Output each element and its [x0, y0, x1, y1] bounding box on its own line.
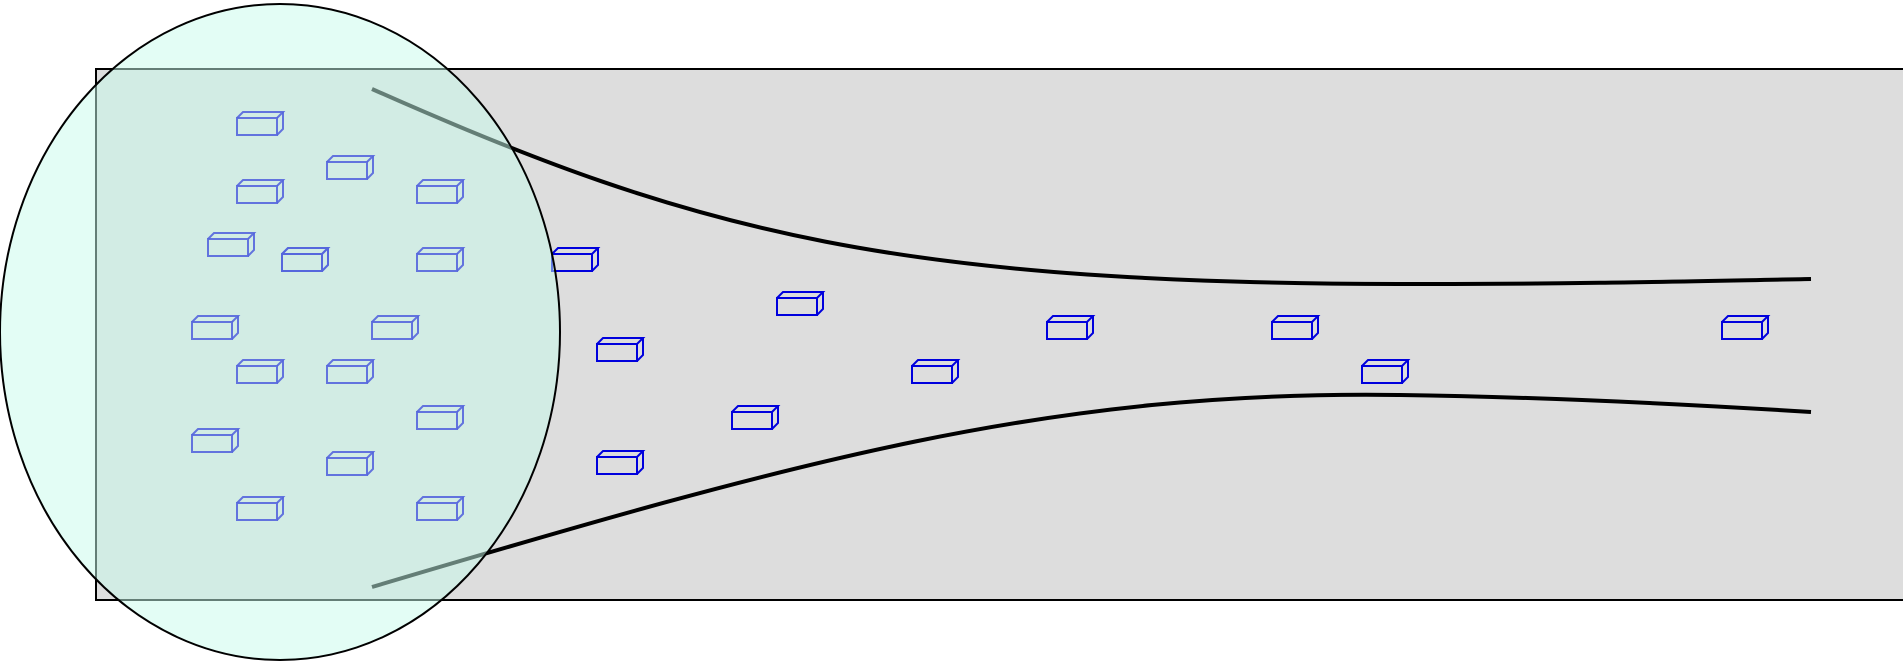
particle-box [416, 405, 466, 430]
particle-box [416, 496, 466, 521]
particles-outside-lens [551, 247, 1771, 475]
particle-box [1046, 315, 1096, 340]
particle-box [731, 405, 781, 430]
particle-box [236, 111, 286, 136]
particle-box [1271, 315, 1321, 340]
particle-box [236, 496, 286, 521]
particle-box [776, 291, 826, 316]
particle-box [911, 359, 961, 384]
particles-inside-lens [191, 111, 466, 521]
particle-box [596, 450, 646, 475]
particle-box [281, 247, 331, 272]
particle-box [191, 428, 241, 453]
particle-box [326, 155, 376, 180]
funnel-upper-wall [371, 87, 1812, 287]
particle-box [1721, 315, 1771, 340]
particle-box [596, 337, 646, 362]
funnel-lower-wall [371, 392, 1812, 589]
particle-box [326, 451, 376, 476]
particle-box [416, 247, 466, 272]
particle-box [326, 359, 376, 384]
magnifier-lens [0, 3, 561, 661]
particle-box [371, 315, 421, 340]
particle-box [236, 359, 286, 384]
particle-box [191, 315, 241, 340]
particle-box [236, 179, 286, 204]
particle-box [1361, 359, 1411, 384]
particle-box [207, 232, 257, 257]
particle-box [416, 179, 466, 204]
